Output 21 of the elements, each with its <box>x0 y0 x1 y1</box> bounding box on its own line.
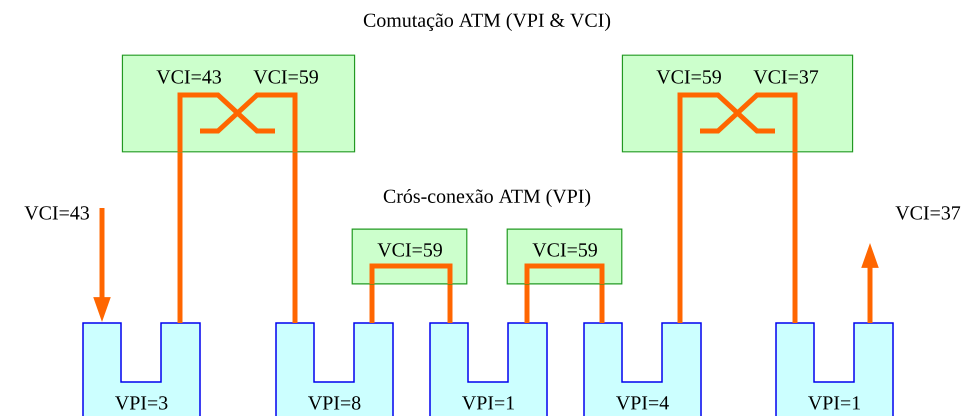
connection-line <box>178 152 182 323</box>
switch-box: VCI=43 VCI=59 <box>122 54 356 152</box>
connection-line <box>448 284 452 323</box>
section-heading: Crós-conexão ATM (VPI) <box>384 188 590 208</box>
switch-box: VCI=59 VCI=37 <box>622 54 854 152</box>
connection-line <box>600 284 604 323</box>
port-block: VPI=3 <box>82 322 201 416</box>
connection-line <box>678 152 682 323</box>
port-block: VPI=4 <box>583 322 702 416</box>
title: Comutação ATM (VPI & VCI) <box>364 12 610 32</box>
connection-line <box>524 284 530 323</box>
vci-label: VCI=37 <box>895 206 960 220</box>
port-block: VPI=1 <box>775 322 894 416</box>
port-block: VPI=1 <box>429 322 548 416</box>
vci-label: VCI=43 <box>24 206 89 220</box>
connection-line <box>792 152 798 323</box>
connection-line <box>370 284 374 323</box>
cross-connect-box: VCI=59 <box>506 228 622 284</box>
cross-connect-box: VCI=59 <box>352 228 468 284</box>
port-block: VPI=8 <box>275 322 394 416</box>
connection-line <box>292 152 298 323</box>
